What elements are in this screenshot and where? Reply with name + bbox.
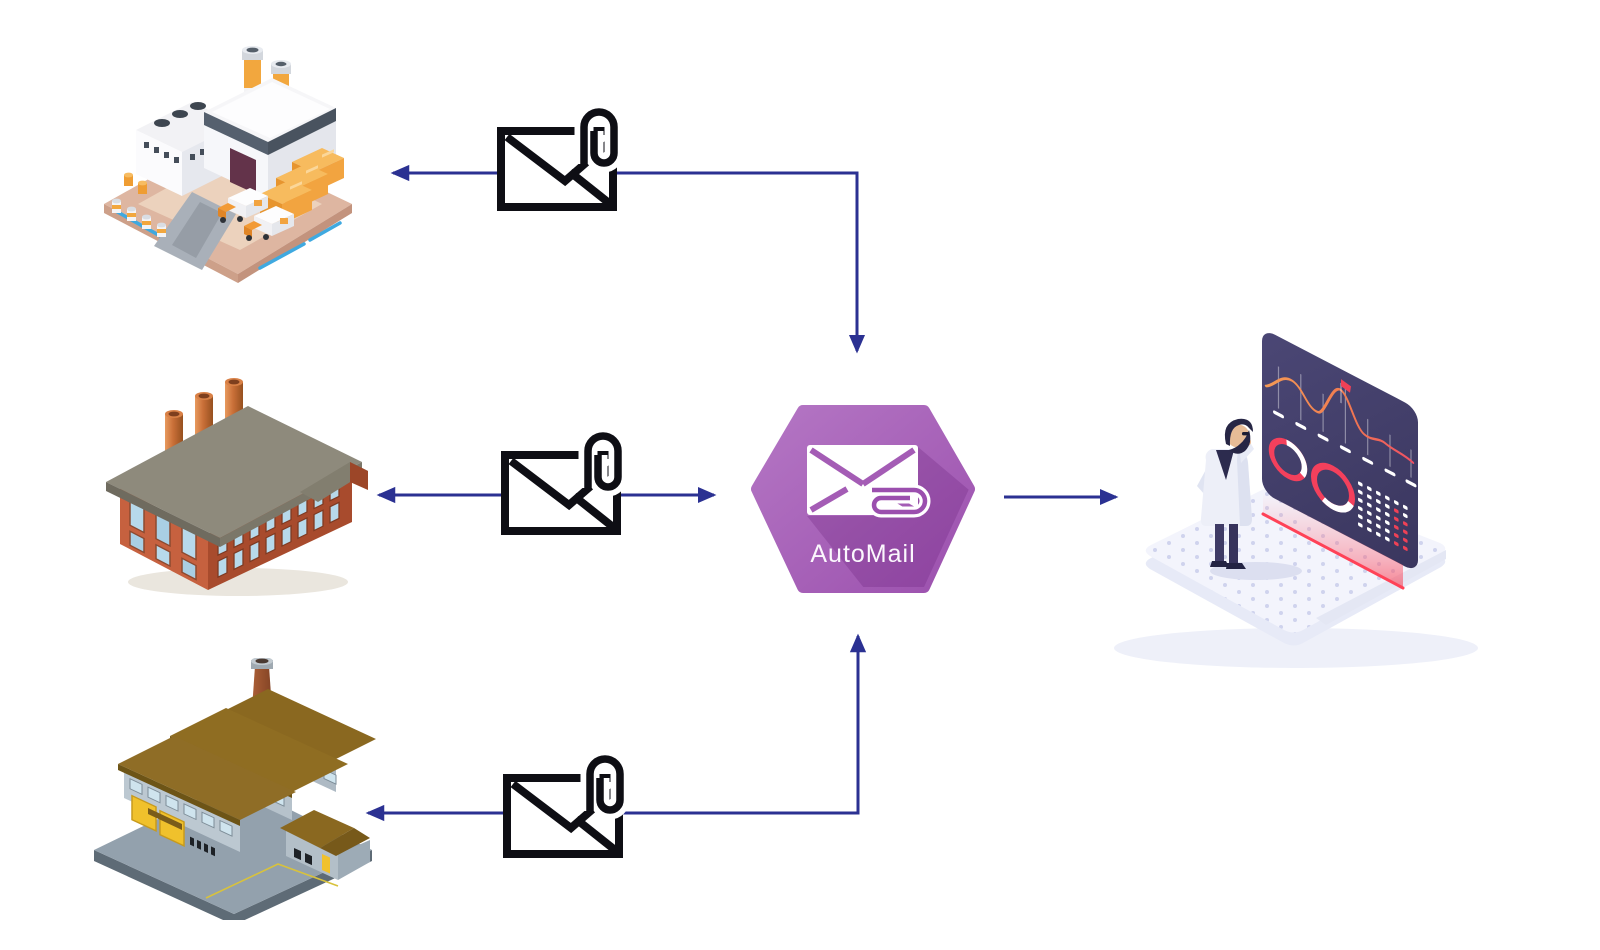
person-shoe bbox=[1226, 563, 1246, 569]
dot-grid bbox=[1358, 481, 1408, 551]
email-attachment-icon-top bbox=[496, 100, 622, 214]
person-shoe bbox=[1210, 561, 1229, 567]
donut-chart-2 bbox=[1311, 462, 1355, 513]
plant-barrels bbox=[112, 172, 166, 237]
email-attachment-icon-bottom bbox=[502, 747, 628, 861]
person-leg bbox=[1229, 524, 1238, 564]
warehouse-tier-front bbox=[118, 736, 296, 857]
platform-reflection bbox=[1316, 550, 1446, 625]
chart-drop-lines bbox=[1277, 366, 1412, 478]
email-attachment-icon-middle bbox=[500, 424, 626, 538]
person-coat-shade bbox=[1237, 450, 1252, 526]
plant-trucks bbox=[218, 188, 294, 241]
analyst-dashboard-illustration bbox=[1114, 333, 1478, 668]
chart-tick-dashes bbox=[1273, 410, 1417, 488]
screen-glow-strip bbox=[1261, 492, 1405, 590]
connector-top-factory-to-hub bbox=[390, 164, 866, 354]
person-hair bbox=[1224, 418, 1253, 446]
automail-label: AutoMail bbox=[810, 540, 915, 568]
warehouse-factory-illustration bbox=[94, 658, 376, 920]
donut-chart-1 bbox=[1268, 437, 1308, 482]
person-beard bbox=[1229, 430, 1251, 454]
person-glasses bbox=[1242, 432, 1249, 436]
dashboard-screen bbox=[1262, 333, 1418, 569]
automail-hub: AutoMail bbox=[751, 405, 975, 593]
industrial-plant-illustration bbox=[104, 46, 352, 283]
person-leg bbox=[1215, 524, 1224, 562]
person-collar bbox=[1216, 450, 1234, 480]
brick-factory-illustration bbox=[106, 378, 368, 596]
hexagon-long-shadow bbox=[807, 447, 969, 587]
factory-roof bbox=[106, 406, 368, 547]
analyst-person bbox=[1197, 418, 1302, 580]
envelope-paperclip-icon bbox=[807, 445, 931, 518]
warehouse-annex bbox=[280, 810, 370, 880]
chart-flag-marker bbox=[1340, 379, 1351, 404]
